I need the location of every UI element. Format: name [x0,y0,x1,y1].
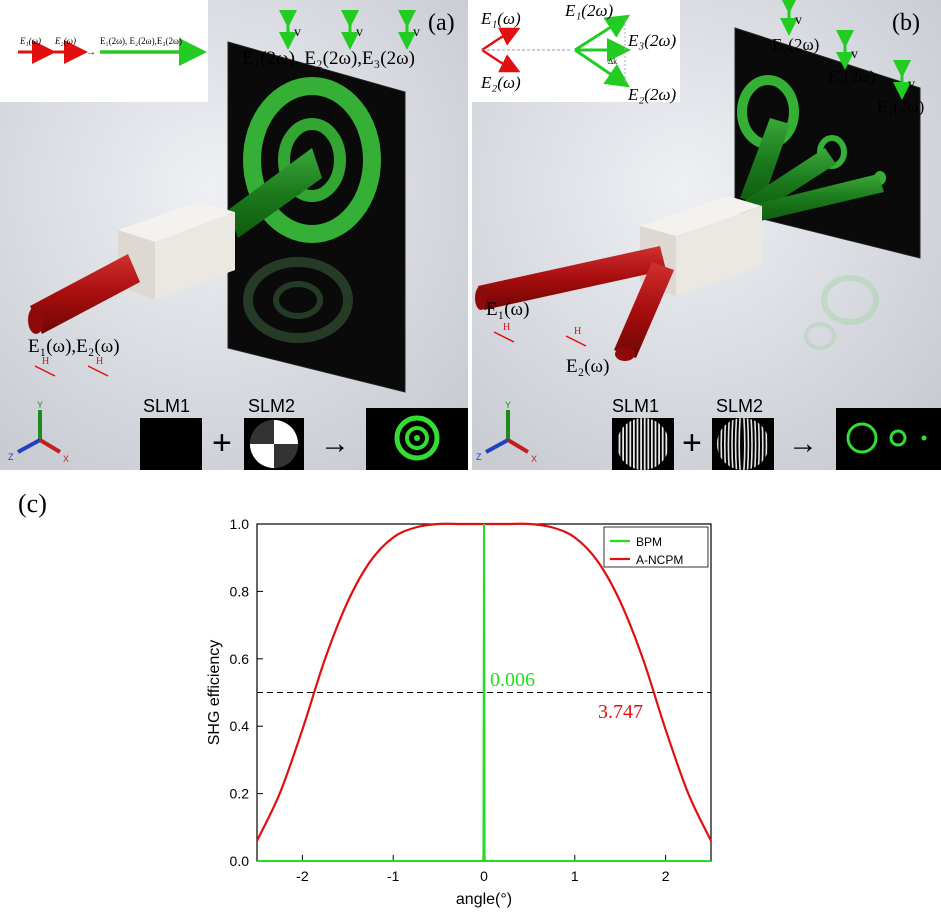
svg-text:X: X [531,454,537,464]
output-rings-a [366,408,468,470]
green-beam-a [228,148,322,238]
slm1-a-label: SLM1 [143,396,190,416]
svg-text:v: v [908,77,915,92]
slm2-b-label: SLM2 [716,396,763,416]
x-tick-label: -2 [296,868,309,884]
inset-a-arrow: → [86,47,96,58]
svg-text:Z: Z [476,452,482,462]
slm1-b [612,418,674,470]
y-tick-label: 0.8 [230,583,250,599]
panel-b-in-e1: E₁(ω) [486,299,529,320]
crystal-a [118,202,235,242]
x-tick-label: -1 [387,868,400,884]
x-tick-label: 0 [480,868,488,884]
series-bpm-line [257,523,711,862]
annotation-bpm-width: 0.006 [490,669,535,691]
svg-text:H: H [503,322,510,333]
panel-b-out-e3: E₃(2ω) [828,67,875,86]
inset-b-e1w: E₁(ω) [480,9,521,28]
plus-a: + [212,424,232,462]
polarization-v-a: v v v [279,10,420,50]
svg-text:H: H [574,326,581,337]
svg-text:v: v [851,47,858,62]
svg-text:Y: Y [37,400,43,410]
panel-b-out-e2: E₂(2ω) [772,35,819,54]
x-tick-label: 1 [571,868,579,884]
legend-label: A-NCPM [636,553,683,567]
arrow-a: → [320,427,350,460]
arrow-b: → [788,427,818,460]
polarization-h-b: H H [493,322,587,347]
polarization-v-b: v v v [780,0,915,100]
svg-text:Y: Y [505,400,511,410]
panel-c-label: (c) [18,489,47,518]
output-rings-b [836,408,941,470]
svg-text:X: X [63,454,69,464]
inset-b-e2: E₂(2ω) [627,85,676,104]
y-tick-label: 0.2 [230,786,250,802]
annotation-ancpm-width: 3.747 [598,701,643,723]
panel-b-out-e1: E₁(2ω) [877,97,924,116]
red-beams-b [478,246,666,310]
y-axis-label: SHG efficiency [206,640,223,746]
y-tick-label: 0.4 [230,718,250,734]
panel-a: E₁(ω) E₂(ω) → E₁(2ω), E₂(2ω),E₃(2ω) v v … [0,0,468,470]
slm2-a-label: SLM2 [248,396,295,416]
inset-b-e3: E₃(2ω) [627,31,676,50]
panel-a-label: (a) [428,10,455,36]
axes-icon-a: Y Z X [8,400,69,464]
svg-text:v: v [294,25,301,40]
slm1-b-label: SLM1 [612,396,659,416]
svg-text:v: v [413,25,420,40]
inset-a-input-1: E₁(ω) [19,36,41,46]
polarization-h-a: H H [34,356,109,377]
svg-text:Z: Z [8,452,14,462]
panel-b: E₁(ω) E₂(ω) E₁(2ω) E₃(2ω) E₂(2ω) Δk v v [472,0,941,470]
red-beam-a [30,254,140,334]
inset-b-e2w: E₂(ω) [480,73,521,92]
slm2-b [712,418,774,470]
legend: BPM A-NCPM [603,526,709,568]
svg-text:H: H [96,356,103,367]
panel-a-output-label: E₁(2ω), E₂(2ω),E₃(2ω) [242,48,415,69]
panel-b-in-e2: E₂(ω) [566,356,609,377]
crystal-b [640,196,762,236]
green-beams-b [740,118,790,204]
plus-b: + [682,424,702,462]
y-tick-label: 0.0 [230,853,250,869]
axes-icon-b: Y Z X [476,400,537,464]
panel-a-input-label: E₁(ω),E₂(ω) [28,336,120,357]
inset-b-dk: Δk [608,57,617,66]
svg-text:v: v [356,25,363,40]
inset-b-e1: E₁(2ω) [564,1,613,20]
panel-c: (c) 0.0 0.2 0.4 0.6 0.8 1.0 -2 -1 0 1 2 angle(°) SHG… [18,489,712,908]
slm1-a [140,418,202,470]
y-tick-label: 1.0 [230,516,250,532]
x-tick-label: 2 [662,868,670,884]
panel-b-label: (b) [892,10,920,36]
inset-a-input-2: E₂(ω) [54,36,76,46]
svg-text:v: v [795,13,802,28]
y-tick-label: 0.6 [230,651,250,667]
slm2-a [244,418,304,470]
chart: 0.0 0.2 0.4 0.6 0.8 1.0 -2 -1 0 1 2 angle(°) SHG eff… [206,516,712,908]
inset-a-output: E₁(2ω), E₂(2ω),E₃(2ω) [100,36,182,46]
legend-label: BPM [636,535,662,549]
x-axis-label: angle(°) [456,891,512,908]
svg-text:H: H [42,356,49,367]
